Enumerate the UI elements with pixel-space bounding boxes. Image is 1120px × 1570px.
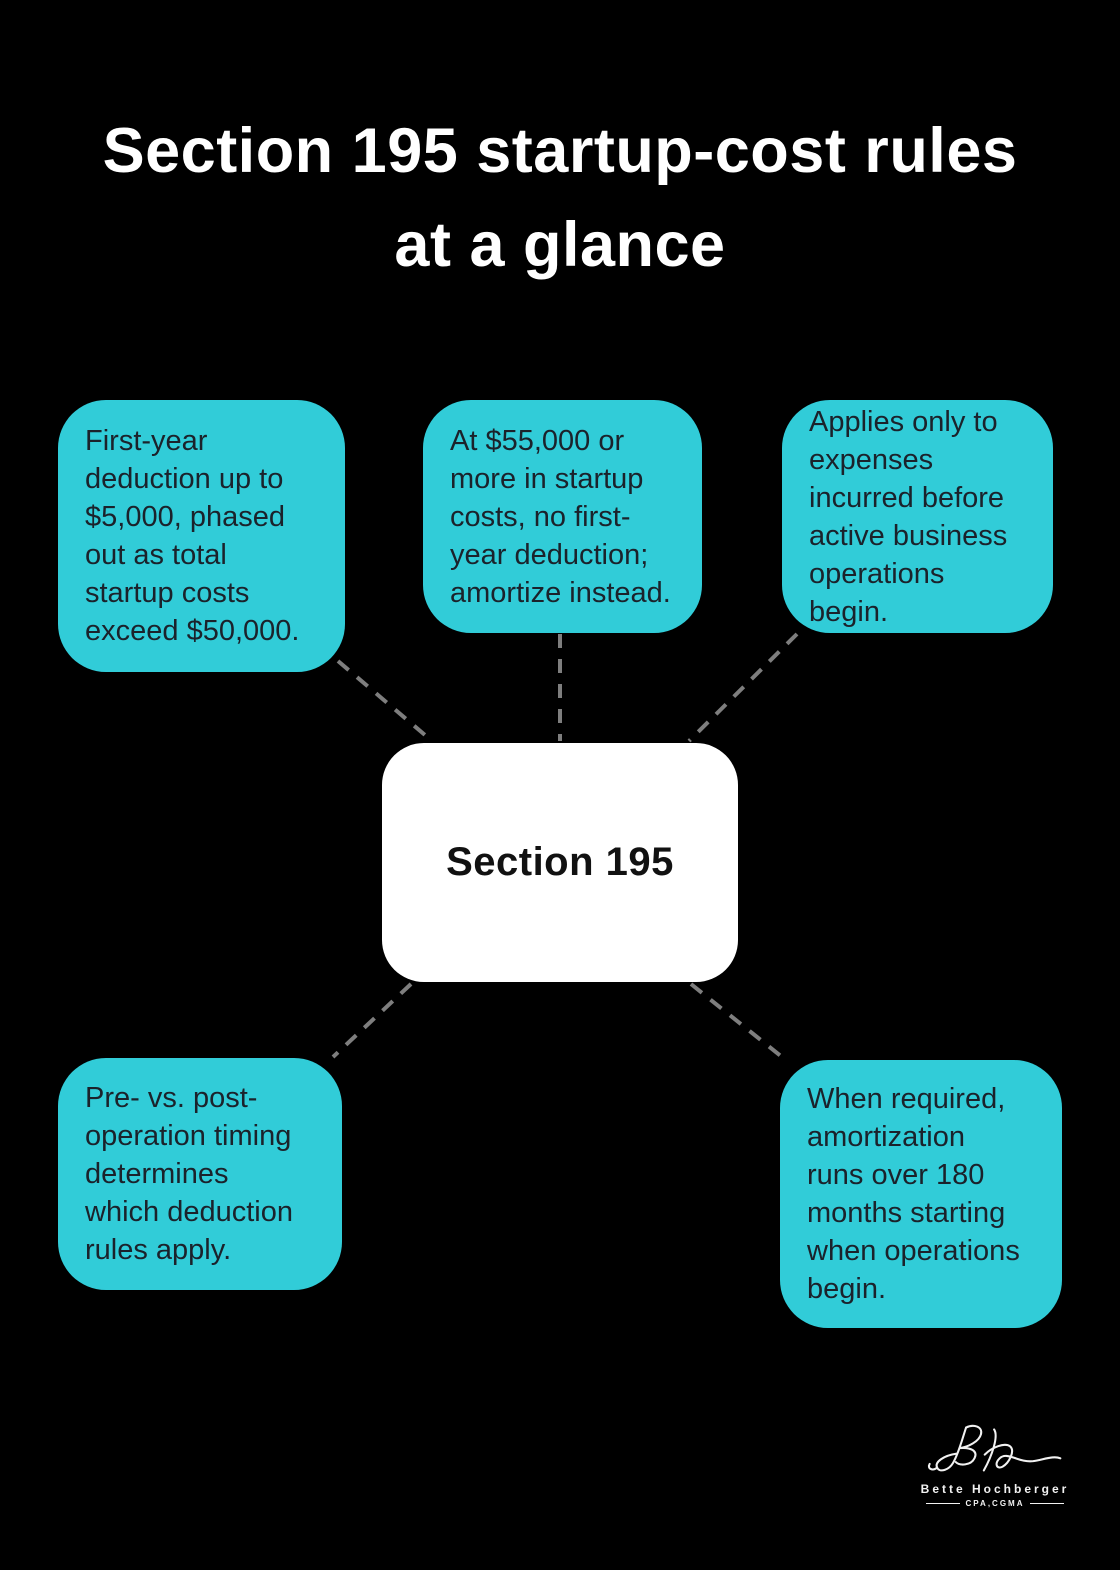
connector-top-right <box>687 632 799 743</box>
node-pre-operation-expenses: Applies only to expenses incurred before… <box>782 400 1053 633</box>
bh-signature-icon <box>927 1424 1062 1472</box>
node-timing-determines-rules: Pre- vs. post- operation timing determin… <box>58 1058 342 1290</box>
node-no-first-year-deduction-text: At $55,000 or more in startup costs, no … <box>450 424 671 609</box>
logo-rule-right <box>1030 1503 1065 1504</box>
node-first-year-deduction-text: First-year deduction up to $5,000, phase… <box>85 425 300 647</box>
page-title-line-2: at a glance <box>394 210 726 280</box>
brand-logo: Bette Hochberger CPA,CGMA <box>915 1420 1075 1508</box>
center-node-label: Section 195 <box>446 840 674 884</box>
connector-bottom-right <box>689 982 789 1063</box>
center-node-section-195: Section 195 <box>382 743 738 982</box>
logo-rule-left <box>925 1503 960 1504</box>
node-amortization-180-months: When required, amortization runs over 18… <box>780 1060 1062 1328</box>
node-amortization-180-months-text: When required, amortization runs over 18… <box>807 1083 1020 1305</box>
node-no-first-year-deduction: At $55,000 or more in startup costs, no … <box>423 400 702 633</box>
node-first-year-deduction: First-year deduction up to $5,000, phase… <box>58 400 345 672</box>
connector-top-left <box>336 659 434 743</box>
logo-credentials-row: CPA,CGMA <box>915 1499 1075 1508</box>
node-timing-determines-rules-text: Pre- vs. post- operation timing determin… <box>85 1082 293 1266</box>
page-title-line-1: Section 195 startup-cost rules <box>102 116 1018 186</box>
logo-name: Bette Hochberger <box>920 1482 1070 1496</box>
page-title: Section 195 startup-cost rules at a glan… <box>0 104 1120 292</box>
logo-credentials: CPA,CGMA <box>965 1499 1025 1508</box>
node-pre-operation-expenses-text: Applies only to expenses incurred before… <box>809 405 1008 628</box>
connector-bottom-left <box>331 982 413 1059</box>
